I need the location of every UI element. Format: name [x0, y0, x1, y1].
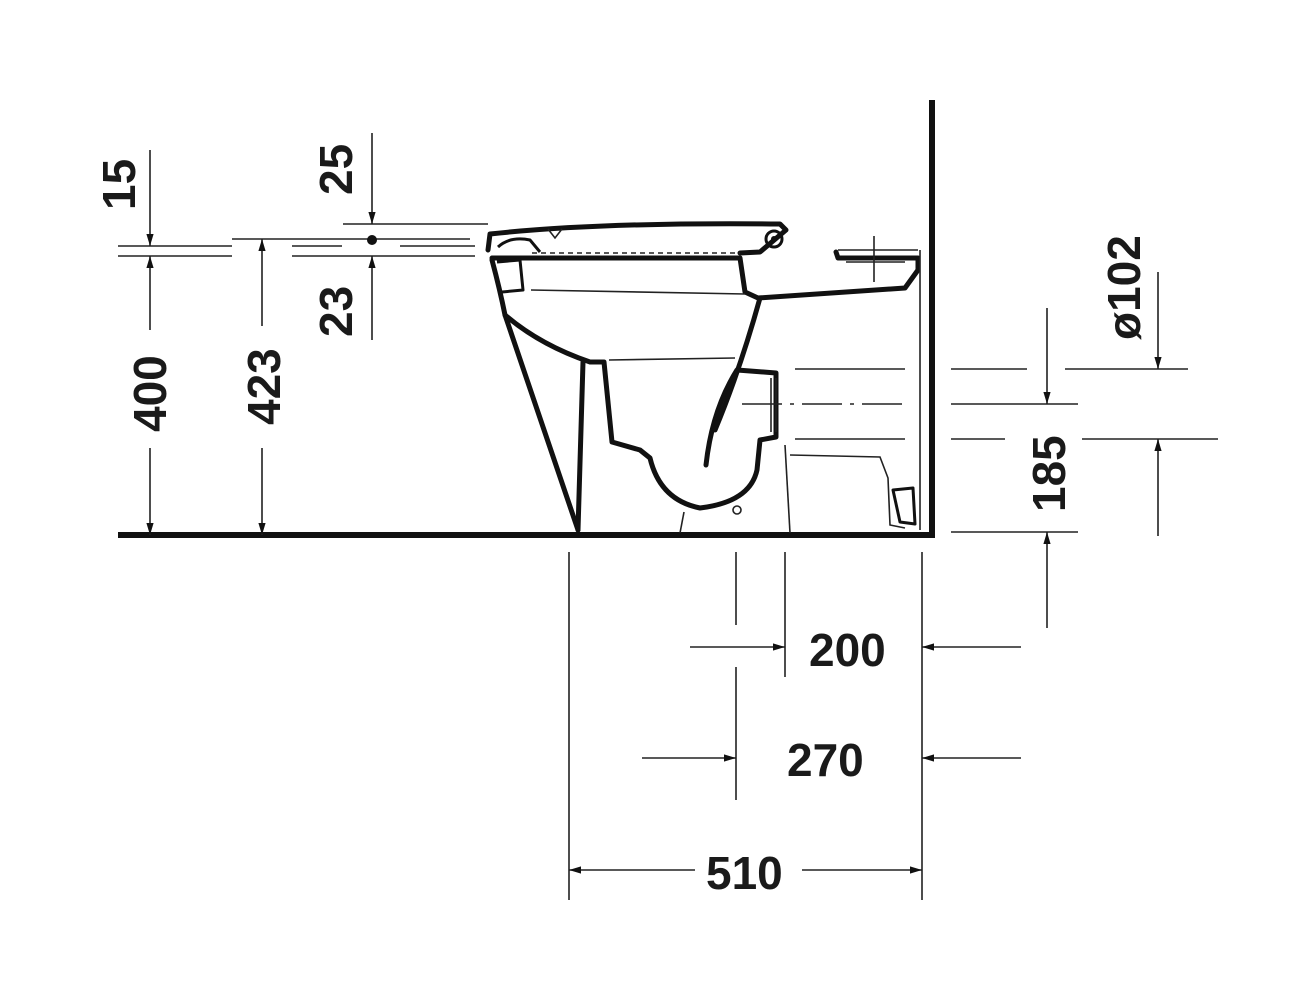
- dimension-seat-thickness: 15: [93, 150, 232, 330]
- dimension-rim-height: 423: [232, 238, 470, 535]
- toilet-outline: [485, 221, 921, 534]
- dim-200: 200: [809, 624, 886, 676]
- dim-270: 270: [787, 734, 864, 786]
- dim-102: ø102: [1098, 235, 1150, 340]
- dimension-horizontal: 200 270 510: [568, 552, 1021, 900]
- dim-15: 15: [93, 159, 145, 210]
- dimension-seat-height: 400: [124, 355, 176, 535]
- dim-510: 510: [706, 847, 783, 899]
- dimension-outlet-diameter: ø102: [951, 235, 1188, 405]
- dim-423: 423: [238, 348, 290, 425]
- dimension-outlet-height: 185: [951, 435, 1218, 628]
- dimension-lid-hinge: 25 23: [292, 133, 488, 340]
- dim-185: 185: [1023, 435, 1075, 512]
- dim-400: 400: [124, 355, 176, 432]
- dim-23: 23: [310, 286, 362, 337]
- dim-25: 25: [310, 144, 362, 195]
